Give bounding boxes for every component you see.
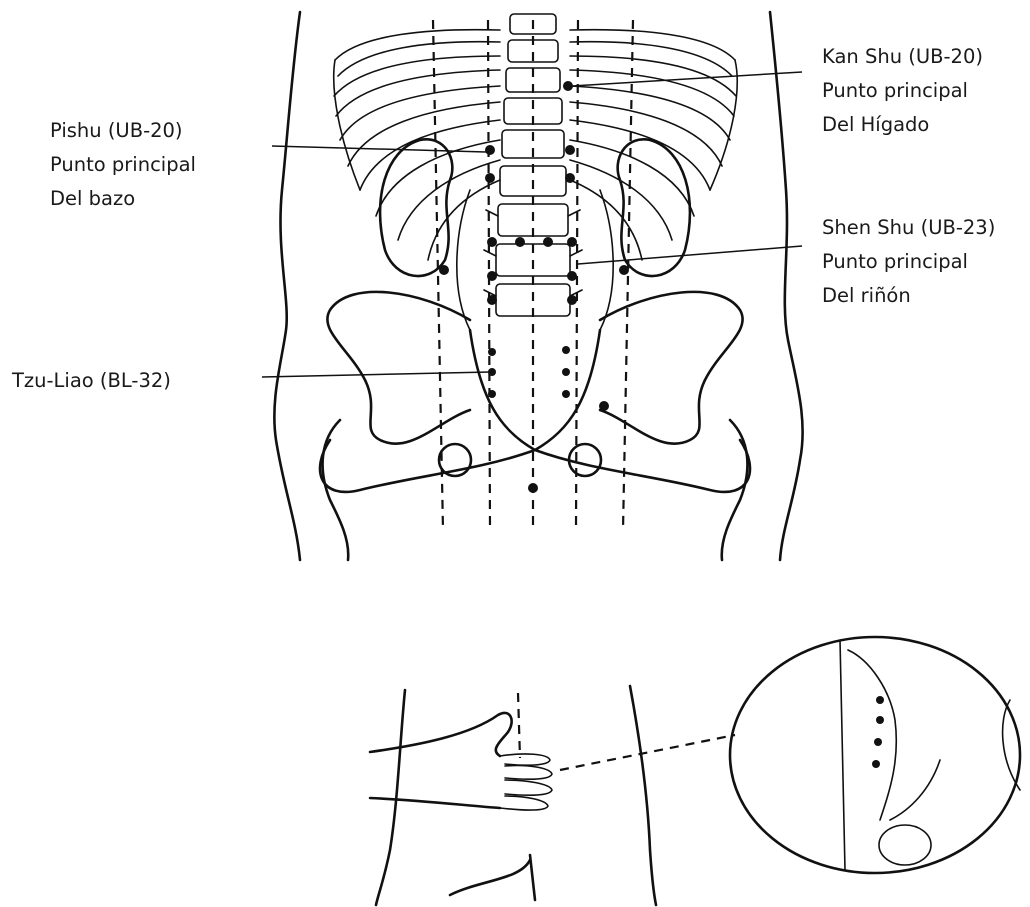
skeleton-back-illustration — [274, 12, 802, 560]
tzuliao-name: Tzu-Liao (BL-32) — [11, 369, 171, 392]
leader-shenshu — [578, 246, 802, 264]
magnified-divider — [840, 640, 845, 870]
psoas-left — [457, 190, 470, 330]
pelvis-ilium-right — [600, 292, 743, 444]
label-pishu: Pishu (UB-20) Punto principal Del bazo — [50, 119, 196, 210]
label-kanshu: Kan Shu (UB-20) Punto principal Del Híga… — [822, 45, 983, 136]
fingers — [500, 754, 552, 810]
torso-outline-left — [274, 12, 300, 560]
lower-spine-line — [518, 693, 520, 758]
hand-location-illustration — [370, 637, 1020, 905]
magnified-ilium — [890, 760, 940, 820]
meridian-lines — [433, 20, 633, 530]
kanshu-name: Kan Shu (UB-20) — [822, 45, 983, 68]
pishu-name: Pishu (UB-20) — [50, 119, 183, 142]
lower-back-outline-right — [630, 686, 656, 905]
pishu-desc-2: Del bazo — [50, 187, 135, 210]
shenshu-name: Shen Shu (UB-23) — [822, 216, 995, 239]
pishu-desc-1: Punto principal — [50, 153, 196, 176]
pelvis-ilium-left — [327, 292, 470, 444]
kanshu-desc-2: Del Hígado — [822, 113, 929, 136]
psoas-right — [600, 190, 613, 330]
point-kanshu — [563, 81, 573, 91]
leader-kanshu — [572, 72, 802, 86]
acupuncture-points — [439, 81, 629, 493]
magnified-sacrum — [848, 650, 896, 820]
gluteal-crease — [450, 860, 530, 895]
shenshu-desc-2: Del riñón — [822, 284, 911, 307]
label-tzuliao: Tzu-Liao (BL-32) — [11, 369, 171, 392]
leader-tzuliao — [262, 372, 490, 377]
zoom-connector — [560, 735, 735, 770]
leader-pishu — [272, 146, 486, 152]
arm-lower — [370, 798, 500, 808]
label-shenshu: Shen Shu (UB-23) Punto principal Del riñ… — [822, 216, 995, 307]
magnified-points — [872, 696, 884, 768]
arm — [370, 713, 512, 756]
ribs-right — [570, 30, 737, 260]
kanshu-desc-1: Punto principal — [822, 79, 968, 102]
torso-outline-right — [770, 12, 803, 560]
gluteal-cleft — [530, 855, 535, 900]
hip-socket-right — [569, 444, 601, 476]
ribs-left — [334, 30, 500, 260]
shenshu-desc-1: Punto principal — [822, 250, 968, 273]
magnified-hip-socket — [879, 825, 931, 865]
